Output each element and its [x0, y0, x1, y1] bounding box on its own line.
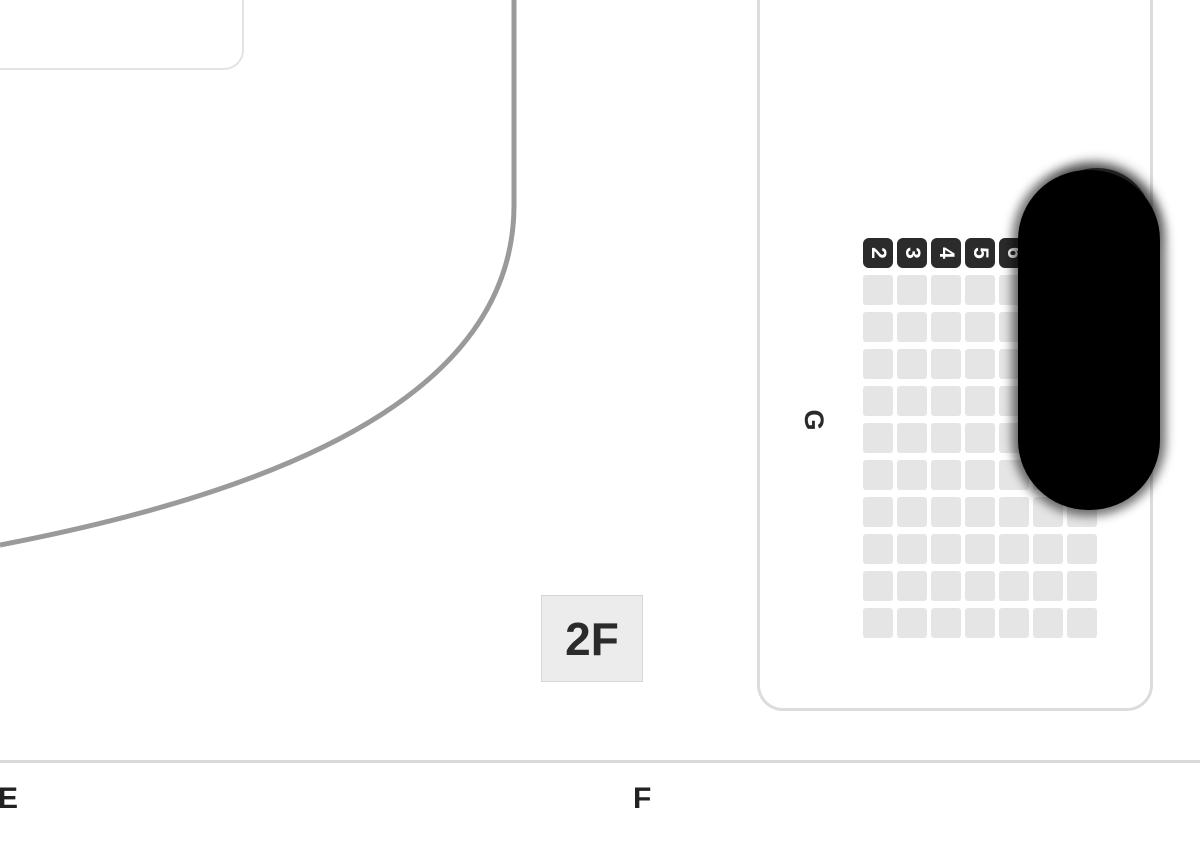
seat[interactable] — [897, 571, 927, 601]
seat[interactable] — [965, 571, 995, 601]
seat[interactable] — [863, 571, 893, 601]
seat[interactable] — [897, 349, 927, 379]
redaction-mark — [1018, 170, 1160, 510]
seat[interactable] — [965, 275, 995, 305]
column-header: 2 — [863, 238, 893, 268]
seat[interactable] — [965, 349, 995, 379]
seat[interactable] — [1067, 571, 1097, 601]
seat[interactable] — [1033, 571, 1063, 601]
seat[interactable] — [965, 534, 995, 564]
seat[interactable] — [863, 608, 893, 638]
seat[interactable] — [863, 312, 893, 342]
seat[interactable] — [931, 460, 961, 490]
column-header: 5 — [965, 238, 995, 268]
zone-label-f: F — [633, 782, 652, 815]
seat[interactable] — [999, 608, 1029, 638]
column-header: 3 — [897, 238, 927, 268]
seat[interactable] — [931, 423, 961, 453]
seat[interactable] — [1067, 608, 1097, 638]
column-number: 3 — [901, 247, 924, 259]
floor-badge[interactable]: 2F — [541, 595, 643, 682]
seat[interactable] — [931, 386, 961, 416]
seat[interactable] — [897, 460, 927, 490]
seat[interactable] — [931, 608, 961, 638]
seat[interactable] — [1033, 608, 1063, 638]
seat[interactable] — [863, 349, 893, 379]
seat[interactable] — [897, 312, 927, 342]
seat[interactable] — [965, 497, 995, 527]
upper-section-outline — [0, 0, 244, 70]
seat[interactable] — [863, 534, 893, 564]
seat[interactable] — [931, 571, 961, 601]
seat[interactable] — [999, 534, 1029, 564]
seat[interactable] — [897, 275, 927, 305]
floor-label: 2F — [565, 612, 619, 665]
stage-curve — [0, 0, 517, 548]
seat[interactable] — [931, 275, 961, 305]
seat[interactable] — [897, 386, 927, 416]
seat[interactable] — [863, 460, 893, 490]
seat[interactable] — [897, 608, 927, 638]
seat[interactable] — [931, 349, 961, 379]
seat[interactable] — [931, 312, 961, 342]
section-label: G — [799, 409, 830, 431]
seat[interactable] — [999, 497, 1029, 527]
seat[interactable] — [863, 497, 893, 527]
column-number: 5 — [969, 247, 992, 259]
seat[interactable] — [965, 312, 995, 342]
column-number: 2 — [867, 247, 890, 259]
seat[interactable] — [1067, 534, 1097, 564]
column-header: 4 — [931, 238, 961, 268]
seat[interactable] — [965, 423, 995, 453]
seat[interactable] — [897, 423, 927, 453]
seat[interactable] — [965, 386, 995, 416]
column-number: 4 — [935, 247, 958, 259]
seat[interactable] — [863, 386, 893, 416]
zone-label-e: E — [0, 782, 19, 815]
seat[interactable] — [999, 571, 1029, 601]
seat[interactable] — [863, 275, 893, 305]
zone-divider — [0, 760, 1200, 763]
seat[interactable] — [965, 460, 995, 490]
seat[interactable] — [897, 534, 927, 564]
seat[interactable] — [863, 423, 893, 453]
seat[interactable] — [931, 534, 961, 564]
seat[interactable] — [897, 497, 927, 527]
seat[interactable] — [965, 608, 995, 638]
seat[interactable] — [931, 497, 961, 527]
seat[interactable] — [1033, 534, 1063, 564]
